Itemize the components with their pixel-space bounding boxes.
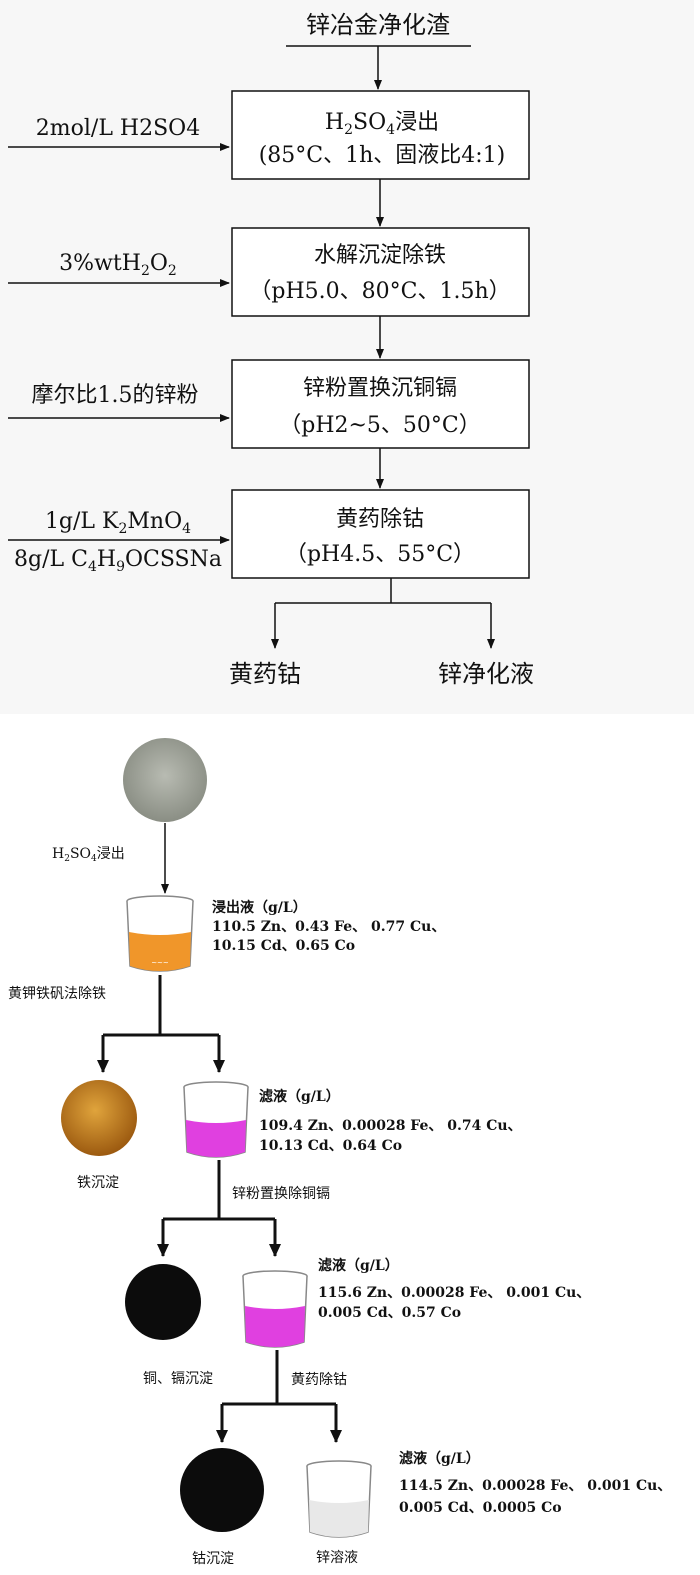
lab-flow: H2SO4浸出 ~~~ 浸出液（g/L） 110.5 Zn、0.43 Fe、 0…	[8, 738, 671, 1567]
reagent-2: 3%wtH2O2	[59, 251, 177, 279]
step-box-cobalt-removal	[231, 489, 530, 579]
beaker-leachate: ~~~	[126, 895, 194, 972]
step-4-title: 黄药除钴	[336, 507, 424, 532]
filtrate-3-title: 滤液（g/L）	[399, 1450, 480, 1467]
zinc-solution-label: 锌溶液	[316, 1550, 358, 1566]
beaker-filtrate-2	[242, 1270, 308, 1348]
process-flowchart: 锌冶金净化渣 H2SO4浸出 (85°C、1h、固液比4:1) 2mol/L H…	[8, 11, 534, 688]
output-xanthate-cobalt: 黄药钴	[229, 660, 301, 688]
iron-precipitate-label: 铁沉淀	[77, 1175, 119, 1191]
filtrate-2-line-1: 115.6 Zn、0.00028 Fe、 0.001 Cu、	[318, 1285, 590, 1301]
beaker-filtrate-1	[183, 1081, 249, 1158]
step-box-leaching	[231, 90, 530, 180]
label-cementation: 锌粉置换除铜镉	[232, 1185, 330, 1202]
iron-precipitate-sample	[61, 1080, 137, 1156]
step-3-title: 锌粉置换沉铜镉	[303, 376, 457, 401]
leachate-liquid	[129, 932, 191, 971]
slag-sample	[123, 738, 207, 822]
reagent-5: 8g/L C4H9OCSSNa	[14, 547, 222, 575]
step-2-title: 水解沉淀除铁	[314, 243, 446, 268]
reagent-4: 1g/L K2MnO4	[45, 509, 191, 537]
label-jarosite: 黄钾铁矾法除铁	[8, 985, 106, 1002]
label-leaching: H2SO4浸出	[52, 846, 125, 864]
cu-cd-precipitate-sample	[125, 1264, 201, 1340]
co-precipitate-label: 钴沉淀	[192, 1551, 234, 1567]
cu-cd-precipitate-label: 铜、镉沉淀	[143, 1371, 213, 1387]
reagent-3: 摩尔比1.5的锌粉	[32, 383, 199, 408]
step-box-iron-removal	[231, 227, 530, 317]
leachate-line-1: 110.5 Zn、0.43 Fe、 0.77 Cu、	[212, 919, 445, 935]
zinc-solution-liquid	[309, 1500, 369, 1537]
filtrate-3-line-2: 0.005 Cd、0.0005 Co	[399, 1500, 562, 1516]
output-purified-zinc-solution: 锌净化液	[438, 660, 534, 688]
filtrate-2-line-2: 0.005 Cd、0.57 Co	[318, 1305, 461, 1321]
label-xanthate: 黄药除钴	[291, 1371, 347, 1388]
step-2-conditions: （pH5.0、80°C、1.5h）	[249, 279, 510, 304]
filtrate-2-liquid	[245, 1306, 305, 1347]
filtrate-1-line-2: 10.13 Cd、0.64 Co	[259, 1138, 402, 1154]
input-material: 锌冶金净化渣	[306, 11, 450, 39]
step-3-conditions: （pH2~5、50°C）	[279, 413, 481, 438]
filtrate-1-title: 滤液（g/L）	[259, 1088, 340, 1105]
leachate-line-2: 10.15 Cd、0.65 Co	[212, 938, 355, 954]
filtrate-3-line-1: 114.5 Zn、0.00028 Fe、 0.001 Cu、	[399, 1478, 671, 1494]
filtrate-1-line-1: 109.4 Zn、0.00028 Fe、 0.74 Cu、	[259, 1118, 522, 1134]
step-box-cementation	[231, 359, 530, 449]
step-1-title: H2SO4浸出	[325, 110, 439, 138]
reagent-1: 2mol/L H2SO4	[36, 116, 200, 141]
filtrate-2-title: 滤液（g/L）	[318, 1257, 399, 1274]
step-4-conditions: （pH4.5、55°C）	[285, 542, 475, 567]
beaker-zinc-solution	[306, 1460, 372, 1538]
leachate-title: 浸出液（g/L）	[212, 899, 307, 916]
step-1-conditions: (85°C、1h、固液比4:1)	[259, 143, 506, 168]
beaker-1-mark: ~~~	[151, 959, 169, 967]
filtrate-1-liquid	[186, 1120, 246, 1157]
co-precipitate-sample	[180, 1448, 264, 1532]
